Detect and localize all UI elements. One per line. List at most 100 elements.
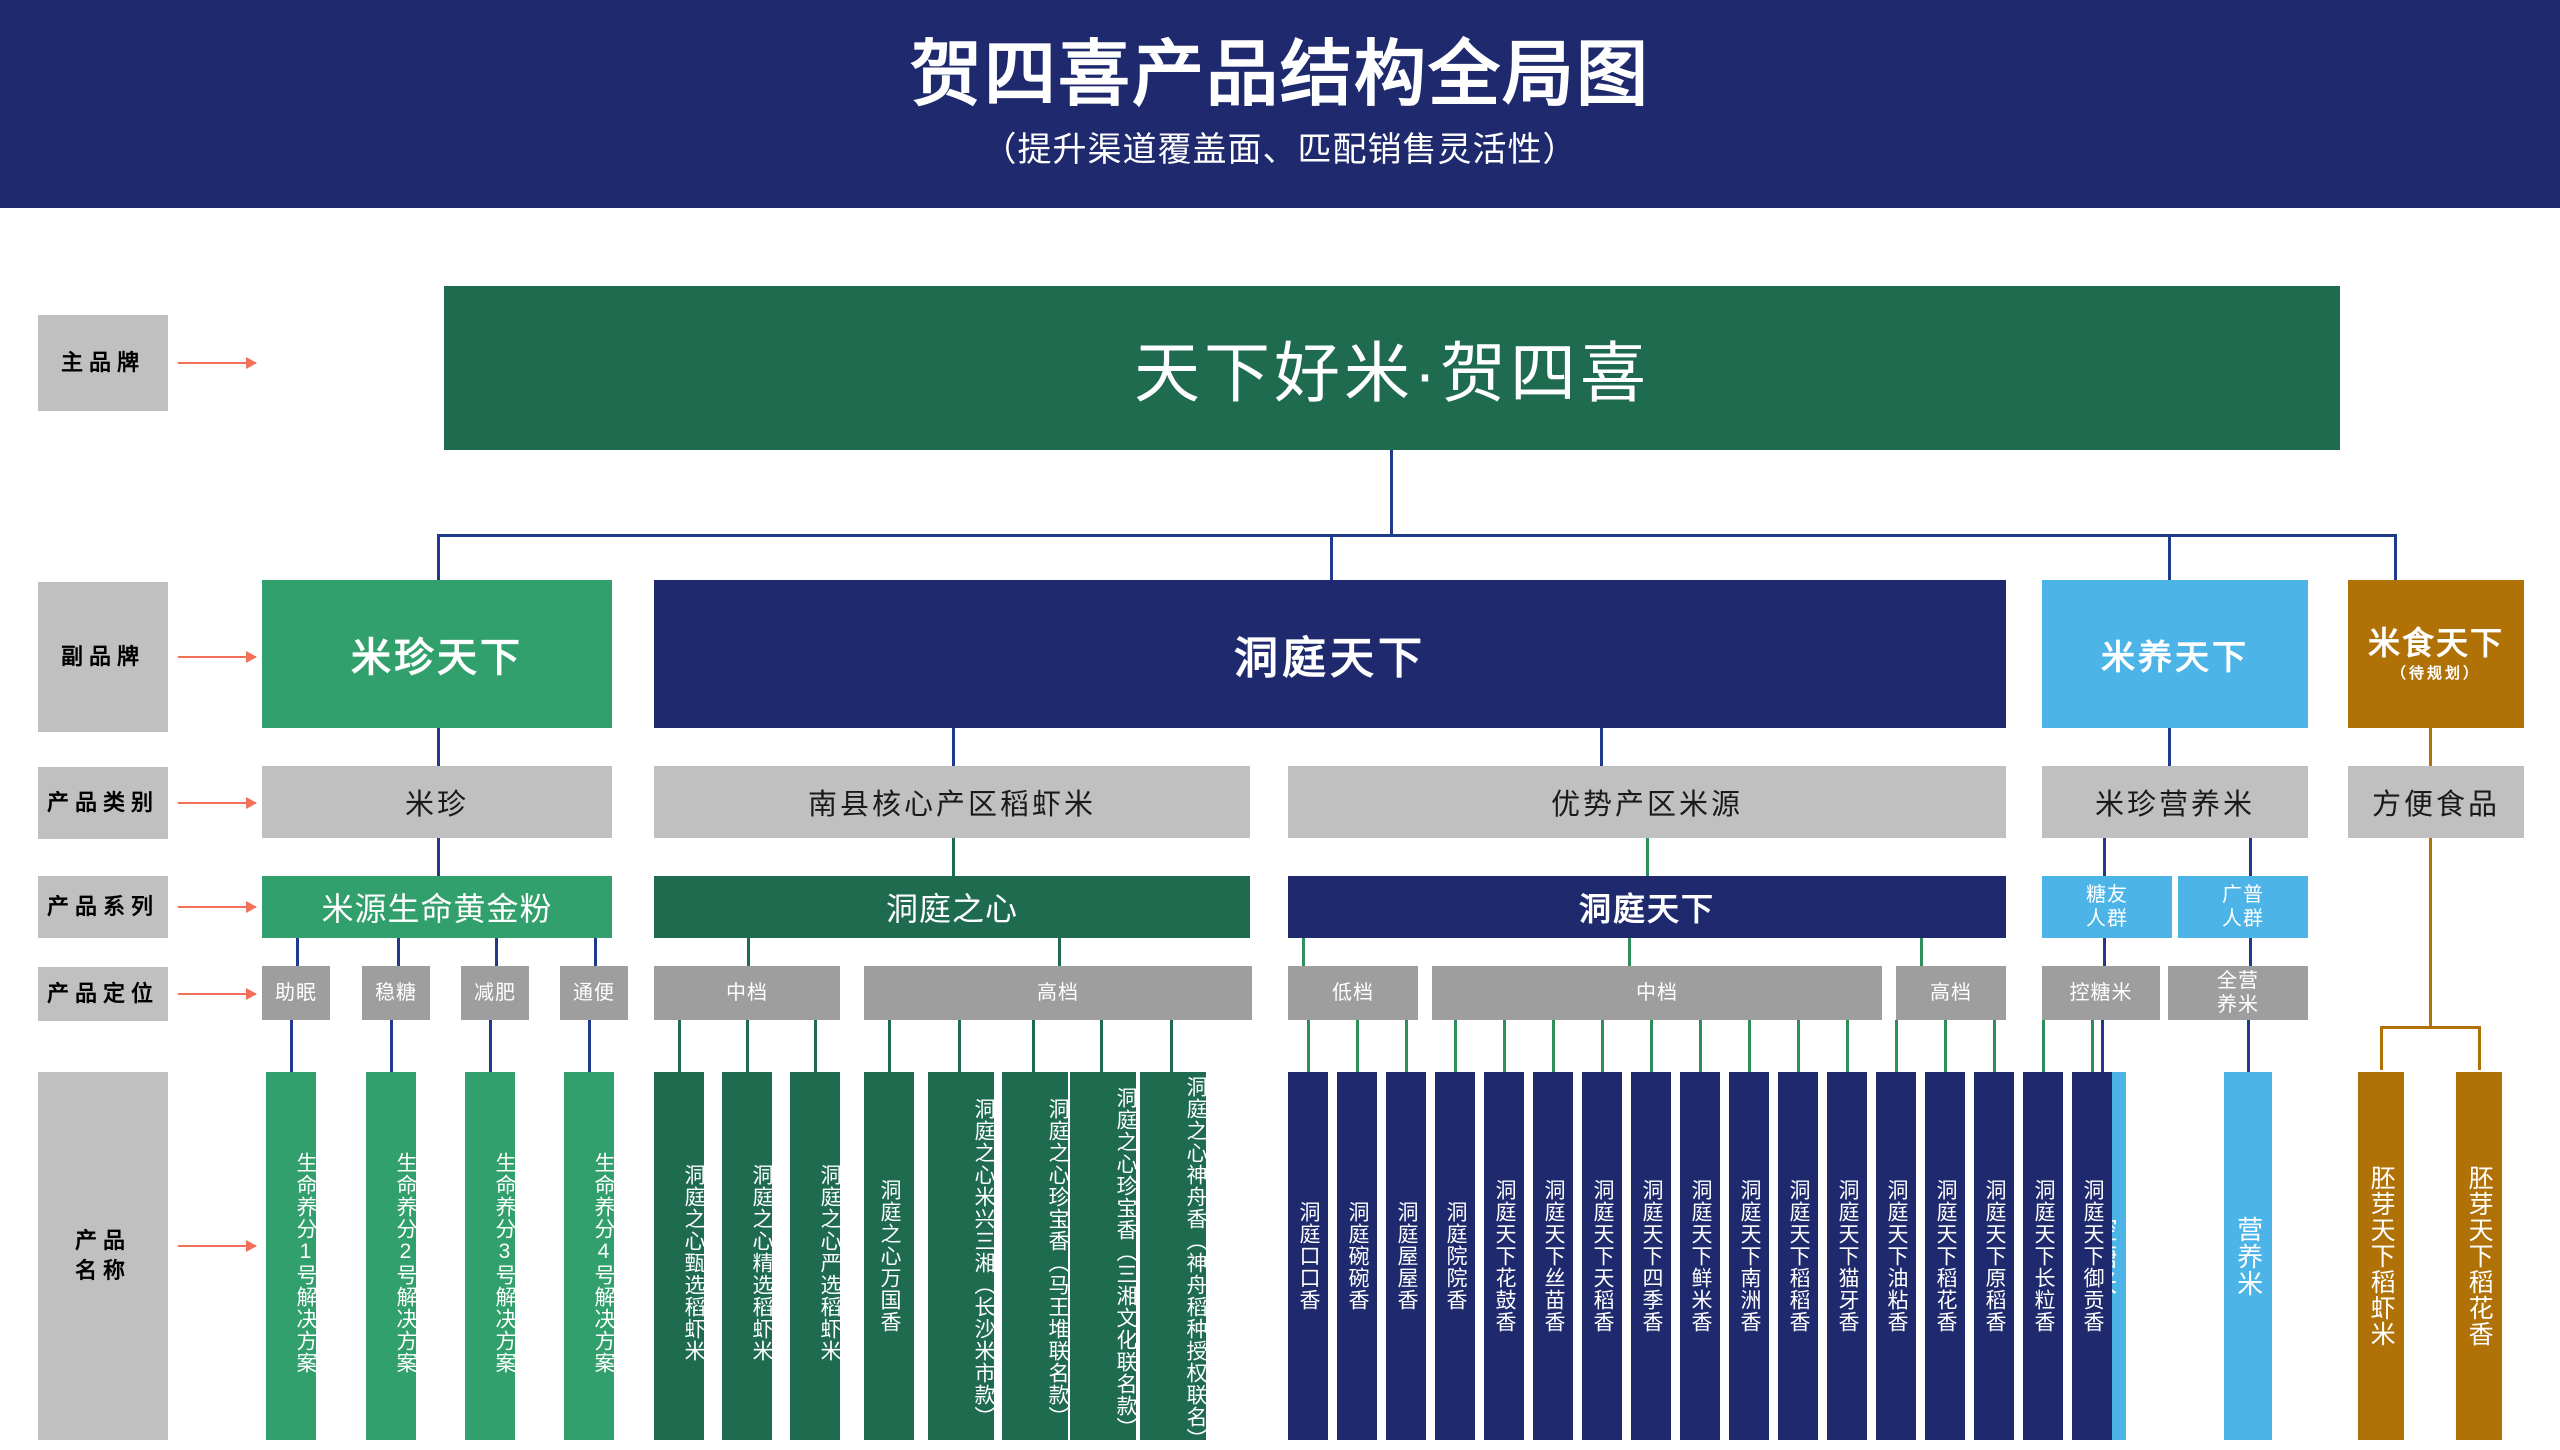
product-chip[interactable]: 洞庭天下南洲香 [1729,1072,1769,1440]
series-miyuan-golden-powder[interactable]: 米源生命黄金粉 [262,876,612,938]
connector-to-subbrand-2 [1330,534,1333,582]
product-chip[interactable]: 洞庭院院香 [1435,1072,1475,1440]
connector-ser1-pos2 [397,938,400,966]
connector-prod-n7 [1601,1020,1604,1072]
connector-ser3-pos1 [1302,938,1305,966]
connector-cat1-series [437,838,440,876]
arrow-main-brand [178,357,257,369]
product-chip[interactable]: 营养米 [2224,1072,2272,1440]
category-nanxian-core[interactable]: 南县核心产区稻虾米 [654,766,1250,838]
connector-ser1-pos3 [495,938,498,966]
connector-ser2-pos1 [747,938,750,966]
product-chip[interactable]: 洞庭天下鲜米香 [1680,1072,1720,1440]
product-chip[interactable]: 洞庭之心精选稻虾米 [722,1072,773,1440]
product-chip[interactable]: 洞庭天下四季香 [1631,1072,1671,1440]
connector-cat4-series-a [2103,838,2106,876]
sub-brand-miyang-tianxia[interactable]: 米养天下 [2042,580,2308,728]
category-mizhen-nutrition[interactable]: 米珍营养米 [2042,766,2308,838]
product-chip[interactable]: 洞庭天下猫牙香 [1827,1072,1867,1440]
product-chip[interactable]: 洞庭之心珍宝香（马王堆联名款） [1002,1072,1069,1440]
connector-sub2-cat-a [952,728,955,767]
product-chip[interactable]: 洞庭之心甄选稻虾米 [654,1072,705,1440]
product-chip[interactable]: 洞庭天下花鼓香 [1484,1072,1524,1440]
series-tangyou-group[interactable]: 糖友 人群 [2042,876,2172,938]
connector-prod-n6 [1552,1020,1555,1072]
product-chip[interactable]: 胚芽天下稻虾米 [2358,1072,2404,1440]
product-chip[interactable]: 洞庭之心万国香 [864,1072,914,1440]
connector-prod-n5 [1503,1020,1506,1072]
connector-prod-n13 [1895,1020,1898,1072]
sub-brand-dongting-tianxia[interactable]: 洞庭天下 [654,580,2006,728]
connector-to-subbrand-1 [437,534,440,582]
positioning-wentang[interactable]: 稳糖 [362,966,430,1020]
connector-ser2-pos2 [1058,938,1061,966]
row-label-main-brand: 主品牌 [38,315,168,411]
main-brand-box[interactable]: 天下好米·贺四喜 [444,286,2340,450]
positioning-gaodang-tianxia[interactable]: 高档 [1896,966,2006,1020]
product-chip[interactable]: 洞庭之心严选稻虾米 [790,1072,841,1440]
product-chip[interactable]: 洞庭之心珍宝香（三湘文化联名款） [1070,1072,1137,1440]
connector-prod-n9 [1699,1020,1702,1072]
product-chip[interactable]: 洞庭天下长粒香 [2023,1072,2063,1440]
product-chip[interactable]: 洞庭天下稻稻香 [1778,1072,1818,1440]
product-chip[interactable]: 洞庭之心米兴三湘（长沙米市款） [928,1072,995,1440]
connector-cat3-series [1646,838,1649,876]
positioning-kongtang-mi[interactable]: 控糖米 [2042,966,2160,1020]
connector-prod-g3 [489,1020,492,1072]
connector-ser1-pos1 [296,938,299,966]
product-chip[interactable]: 洞庭天下天稻香 [1582,1072,1622,1440]
connector-sub1-cat [437,728,440,767]
connector-prod-n11 [1797,1020,1800,1072]
series-dongting-tianxia[interactable]: 洞庭天下 [1288,876,2006,938]
sub-brand-mishi-label: 米食天下 [2367,624,2504,661]
arrow-series [178,901,257,913]
product-chip[interactable]: 洞庭天下原稻香 [1974,1072,2014,1440]
positioning-quanyingyang-mi[interactable]: 全营 养米 [2168,966,2308,1020]
product-chip[interactable]: 生命养分2号解决方案 [366,1072,417,1440]
connector-prod-dg2 [746,1020,749,1072]
connector-cat2-series [952,838,955,876]
sub-brand-mishi-note: （待规划） [2390,664,2481,682]
product-chip[interactable]: 洞庭天下稻花香 [1925,1072,1965,1440]
series-dongting-zhixin[interactable]: 洞庭之心 [654,876,1250,938]
connector-sub2-cat-b [1600,728,1603,767]
connector-prod-n17 [2091,1020,2094,1072]
product-chip[interactable]: 生命养分4号解决方案 [564,1072,615,1440]
sub-brand-mizhen-tianxia[interactable]: 米珍天下 [262,580,612,728]
product-chip[interactable]: 生命养分1号解决方案 [266,1072,317,1440]
row-label-series: 产品系列 [38,876,168,938]
sub-brand-mishi-tianxia[interactable]: 米食天下 （待规划） [2348,580,2524,728]
positioning-zhumian[interactable]: 助眠 [262,966,330,1020]
product-chip[interactable]: 洞庭屋屋香 [1386,1072,1426,1440]
positioning-tongbian[interactable]: 通便 [560,966,628,1020]
category-mizhen[interactable]: 米珍 [262,766,612,838]
product-chip[interactable]: 洞庭碗碗香 [1337,1072,1377,1440]
connector-prod-lb1 [2101,1020,2104,1072]
connector-prod-n14 [1944,1020,1947,1072]
connector-ser3-pos2 [1628,938,1631,966]
arrow-category [178,797,257,809]
positioning-zhongdang-tianxia[interactable]: 中档 [1432,966,1882,1020]
product-chip[interactable]: 洞庭天下油粘香 [1876,1072,1916,1440]
positioning-gaodang-zhixin[interactable]: 高档 [864,966,1252,1020]
connector-prod-g1 [290,1020,293,1072]
connector-prod-n15 [1993,1020,1996,1072]
category-convenience-food[interactable]: 方便食品 [2348,766,2524,838]
connector-ser3-pos3 [1920,938,1923,966]
connector-prod-n4 [1454,1020,1457,1072]
positioning-zhongdang-zhixin[interactable]: 中档 [654,966,840,1020]
category-advantage-source[interactable]: 优势产区米源 [1288,766,2006,838]
connector-brown-bus [2380,1026,2480,1029]
positioning-jianfei[interactable]: 减肥 [461,966,529,1020]
product-chip[interactable]: 洞庭口口香 [1288,1072,1328,1440]
product-chip[interactable]: 生命养分3号解决方案 [465,1072,516,1440]
series-guangpu-group[interactable]: 广普 人群 [2178,876,2308,938]
product-chip[interactable]: 洞庭天下丝苗香 [1533,1072,1573,1440]
connector-to-subbrand-3 [2168,534,2171,582]
positioning-didang[interactable]: 低档 [1288,966,1418,1020]
product-chip[interactable]: 洞庭之心神舟香（神舟稻种授权联名） [1140,1072,1207,1450]
connector-ser4-pos [2103,938,2106,966]
connector-cat4-series-b [2249,838,2252,876]
product-chip[interactable]: 洞庭天下御贡香 [2072,1072,2112,1440]
product-chip[interactable]: 胚芽天下稻花香 [2456,1072,2502,1440]
